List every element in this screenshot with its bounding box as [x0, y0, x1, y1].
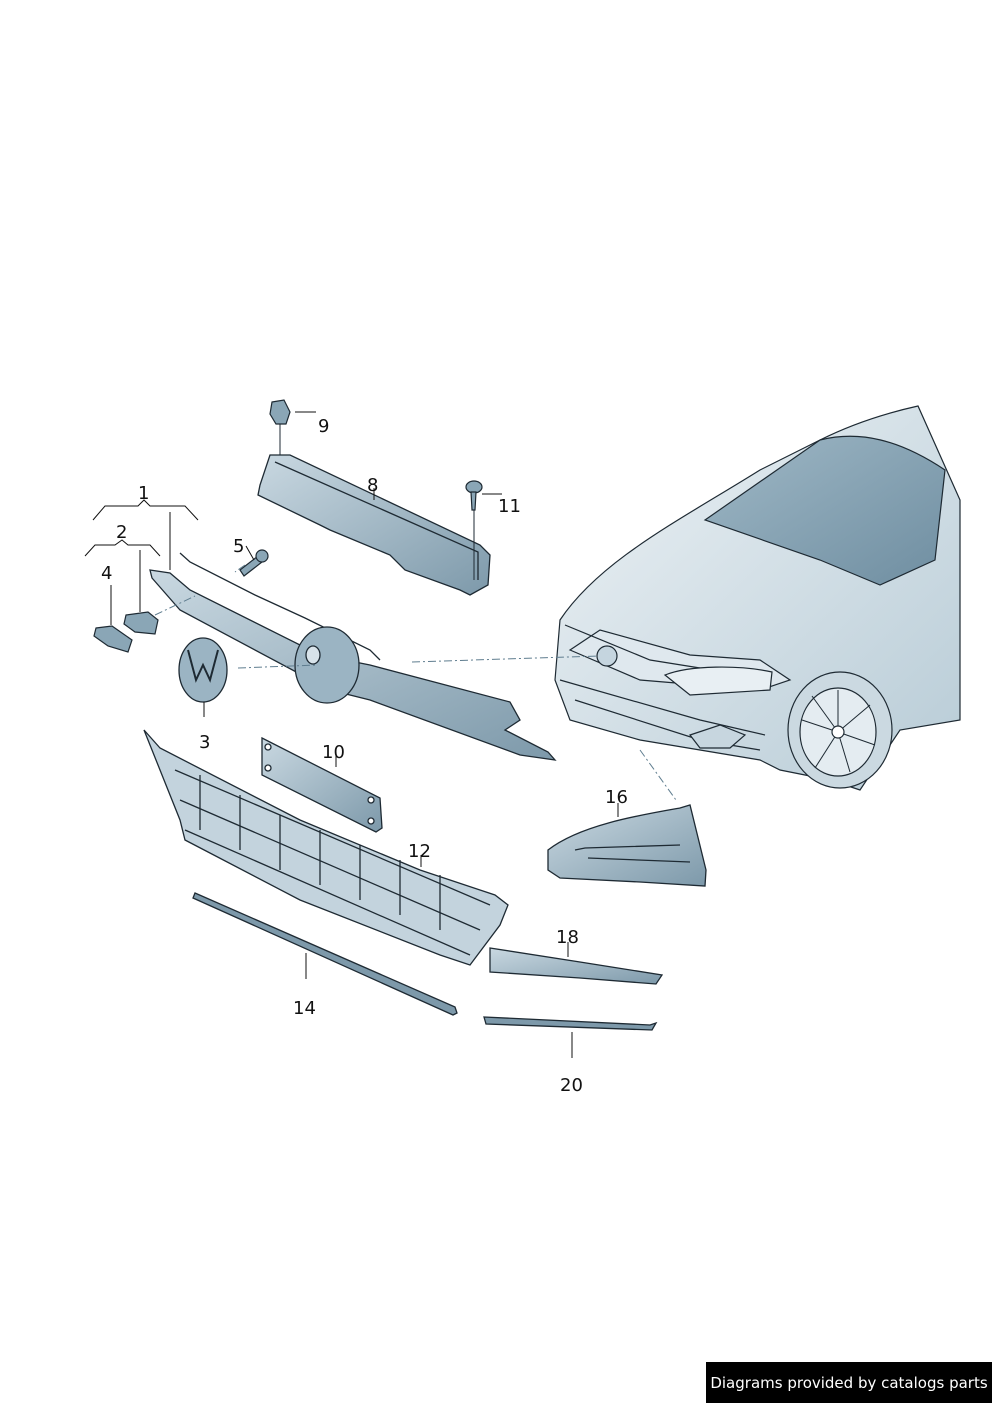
- part-16-fog-grille: [547, 804, 707, 887]
- vehicle-illustration: [554, 405, 961, 791]
- callout-10: 10: [322, 742, 345, 763]
- leader-lines: [84, 411, 619, 1058]
- callout-5: 5: [233, 536, 245, 557]
- part-10-plate-holder: [261, 736, 383, 833]
- part-5-screw: [239, 549, 269, 577]
- part-3-badge: [178, 637, 228, 703]
- callout-9: 9: [318, 416, 330, 437]
- credit-text: Diagrams provided by catalogs parts: [710, 1373, 988, 1392]
- callout-20: 20: [560, 1075, 583, 1096]
- part-14-trim-strip: [192, 892, 458, 1016]
- part-1-upper-grille: [149, 552, 557, 761]
- callout-16: 16: [605, 787, 628, 808]
- part-11-screw: [465, 480, 483, 580]
- callout-1: 1: [138, 483, 150, 504]
- assembly-lines: [154, 564, 677, 801]
- part-9-clip: [269, 399, 291, 455]
- callout-11: 11: [498, 496, 521, 517]
- part-18-trim: [489, 947, 664, 985]
- callout-14: 14: [293, 998, 316, 1019]
- callout-12: 12: [408, 841, 431, 862]
- callout-4: 4: [101, 563, 113, 584]
- credit-banner: Diagrams provided by catalogs parts: [706, 1362, 992, 1403]
- callout-3: 3: [199, 732, 211, 753]
- part-4-bracket: [93, 625, 133, 653]
- callout-2: 2: [116, 522, 128, 543]
- part-2-bracket: [123, 611, 159, 635]
- part-20-strip: [483, 1016, 658, 1031]
- part-12-lower-grille: [143, 729, 509, 966]
- callout-8: 8: [367, 475, 379, 496]
- callout-18: 18: [556, 927, 579, 948]
- part-8-air-guide: [257, 454, 491, 596]
